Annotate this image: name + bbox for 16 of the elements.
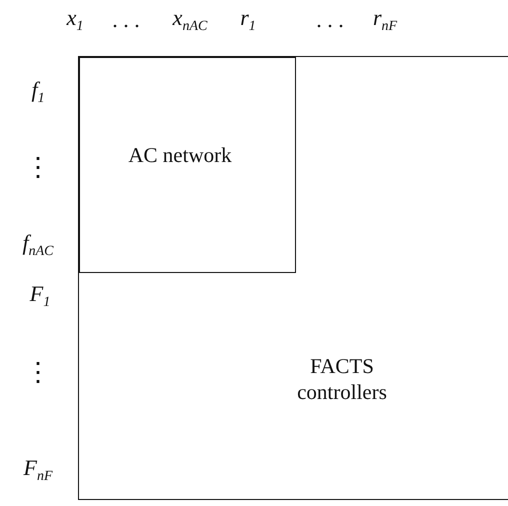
ellipsis-dots: ⋮ (25, 152, 51, 182)
ellipsis-dots: ⋮ (25, 356, 51, 388)
column-label: r$_{nF}$ (372, 4, 398, 36)
block-label: FACTS controllers (296, 352, 388, 406)
row-label: F$_{nF}$ (24, 454, 52, 486)
column-label: r$_{1}$ (240, 4, 256, 36)
matrix-block (78, 56, 508, 500)
submatrix-block (79, 57, 296, 273)
column-label: . . . (316, 7, 344, 33)
row-label: F$_{1}$ (30, 280, 50, 312)
column-label: . . . (112, 7, 140, 33)
column-label: x$_{nAC}$ (172, 4, 208, 36)
block-label: AC network (128, 142, 232, 168)
row-label: f$_{1}$ (31, 76, 45, 108)
column-label: x$_{1}$ (66, 4, 84, 36)
row-label: f$_{nAC}$ (22, 230, 54, 260)
